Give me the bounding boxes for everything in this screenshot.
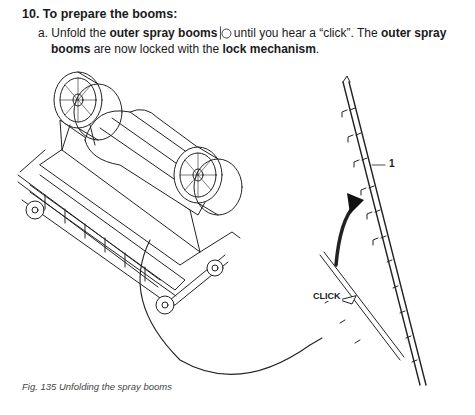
sound-label: CLICK — [312, 291, 342, 301]
heading: 10. To prepare the booms: — [22, 7, 177, 21]
figure-caption: Fig. 135 Unfolding the spray booms — [22, 381, 172, 392]
instruction-text: a. Unfold the outer spray booms until yo… — [38, 25, 469, 57]
instruction-phrase: . — [316, 42, 319, 56]
bold-term: outer spray booms — [109, 26, 217, 40]
bold-term: lock mechanism — [222, 42, 315, 56]
instruction-phrase: a. — [38, 26, 48, 40]
reference-symbol — [220, 27, 231, 40]
callout-number: 1 — [389, 158, 395, 169]
instruction-phrase: Unfold the — [51, 26, 106, 40]
instruction-phrase: until you hear a “click”. The — [234, 26, 378, 40]
instruction-phrase: are now locked with the — [94, 42, 219, 56]
